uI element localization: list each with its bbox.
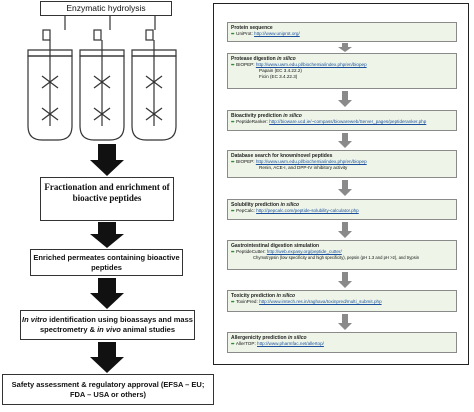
step-title: Protein sequence: [231, 25, 273, 31]
step-title: Solubility prediction in silico: [231, 202, 300, 208]
arrow-bullet-icon: ➨: [231, 31, 235, 36]
vessel-2: [79, 29, 125, 141]
grey-down-arrow: [338, 43, 352, 52]
step-tool-line: ➨ BIOPEP: http://www.uwm.edu.pl/biochemi…: [231, 62, 367, 67]
down-arrow-3: [90, 278, 124, 309]
step-title: Database search for known/novel peptides: [231, 153, 333, 159]
step-title: Toxicity prediction in silico: [231, 293, 296, 299]
fractionation-box: Fractionation and enrichment of bioactiv…: [40, 177, 174, 221]
arrow-bullet-icon: ➨: [231, 299, 235, 304]
step-tool-line: ➨ ToxinPred: http://www.imtech.res.in/ra…: [231, 299, 382, 304]
grey-down-arrow: [338, 314, 352, 330]
down-arrow-4: [90, 342, 124, 373]
step-title: Protease digestion in silico: [231, 56, 296, 62]
hydrolysis-title-box: Enzymatic hydrolysis: [40, 1, 172, 16]
step-bioactivity-prediction: Bioactivity prediction in silico ➨ Pepti…: [227, 110, 457, 131]
arrow-bullet-icon: ➨: [231, 249, 235, 254]
bioreactor-vessels: [27, 16, 177, 141]
step-link[interactable]: http://www.imtech.res.in/raghava/toxinpr…: [259, 299, 382, 304]
step-tool-line: ➨ BIOPEP: http://www.uwm.edu.pl/biochemi…: [231, 159, 367, 164]
step-tool-line: ➨ AllerTOP: http://www.pharmfac.net/alle…: [231, 341, 324, 346]
step-database-search: Database search for known/novel peptides…: [227, 150, 457, 178]
step-tool-line: ➨ PeptideCutter: http://web.expasy.org/p…: [231, 249, 342, 254]
arrow-bullet-icon: ➨: [231, 341, 235, 346]
grey-down-arrow: [338, 180, 352, 196]
vessel-1: [27, 29, 73, 141]
identification-box: In vitro identification using bioassays …: [20, 310, 195, 340]
enriched-text: Enriched permeates containing bioactive …: [33, 253, 180, 272]
step-link[interactable]: http://pepcalc.com/peptide-solubility-ca…: [256, 208, 359, 213]
inhibitory-activity: Renin, ACE-I, and DPP-IV inhibitory acti…: [259, 165, 348, 170]
digestive-enzymes: Chymotrypsin (low specificity and high s…: [253, 255, 420, 260]
safety-assessment-box: Safety assessment & regulatory approval …: [2, 374, 214, 405]
arrow-bullet-icon: ➨: [231, 62, 235, 67]
enriched-permeates-box: Enriched permeates containing bioactive …: [30, 249, 183, 276]
step-title: Allergenicity prediction in silico: [231, 335, 307, 341]
step-tool-line: ➨ PepCalc: http://pepcalc.com/peptide-so…: [231, 208, 359, 213]
grey-down-arrow: [338, 222, 352, 238]
grey-down-arrow: [338, 133, 352, 148]
step-link[interactable]: http://bioware.ucd.ie/~compass/biowarewe…: [269, 119, 427, 124]
step-link[interactable]: http://www.pharmfac.net/allertop/: [257, 341, 324, 346]
step-link[interactable]: http://www.uwm.edu.pl/biochemia/index.ph…: [255, 62, 367, 67]
identification-text: In vitro identification using bioassays …: [22, 315, 193, 334]
step-protein-sequence: Protein sequence ➨ UniProt: http://www.u…: [227, 22, 457, 42]
down-arrow-2: [90, 222, 124, 248]
step-solubility-prediction: Solubility prediction in silico ➨ PepCal…: [227, 199, 457, 220]
safety-text: Safety assessment & regulatory approval …: [11, 380, 205, 399]
step-title: Bioactivity prediction in silico: [231, 113, 302, 119]
arrow-bullet-icon: ➨: [231, 159, 235, 164]
step-gastrointestinal-digestion: Gastrointestinal digestion simulation ➨ …: [227, 240, 457, 270]
step-tool-line: ➨ UniProt: http://www.uniprot.org/: [231, 31, 300, 36]
arrow-bullet-icon: ➨: [231, 119, 235, 124]
step-link[interactable]: http://www.uwm.edu.pl/biochemia/index.ph…: [255, 159, 367, 164]
hydrolysis-title: Enzymatic hydrolysis: [66, 3, 146, 13]
step-link[interactable]: http://www.uniprot.org/: [254, 31, 300, 36]
step-allergenicity-prediction: Allergenicity prediction in silico ➨ All…: [227, 332, 457, 353]
step-tool-line: ➨ PeptideRanker: http://bioware.ucd.ie/~…: [231, 119, 427, 124]
grey-down-arrow: [338, 272, 352, 288]
arrow-bullet-icon: ➨: [231, 208, 235, 213]
fractionation-text: Fractionation and enrichment of bioactiv…: [44, 182, 170, 203]
step-link[interactable]: http://web.expasy.org/peptide_cutter/: [266, 249, 342, 254]
enzyme-papain: Papain (EC 3.4.22.2): [259, 68, 302, 73]
vessel-3: [131, 29, 177, 141]
grey-down-arrow: [338, 91, 352, 107]
step-toxicity-prediction: Toxicity prediction in silico ➨ ToxinPre…: [227, 290, 457, 312]
step-protease-digestion: Protease digestion in silico ➨ BIOPEP: h…: [227, 53, 457, 89]
enzyme-ficin: Ficin (EC 3.4.22.3): [259, 74, 298, 79]
down-arrow-1: [90, 144, 124, 176]
step-title: Gastrointestinal digestion simulation: [231, 243, 320, 249]
